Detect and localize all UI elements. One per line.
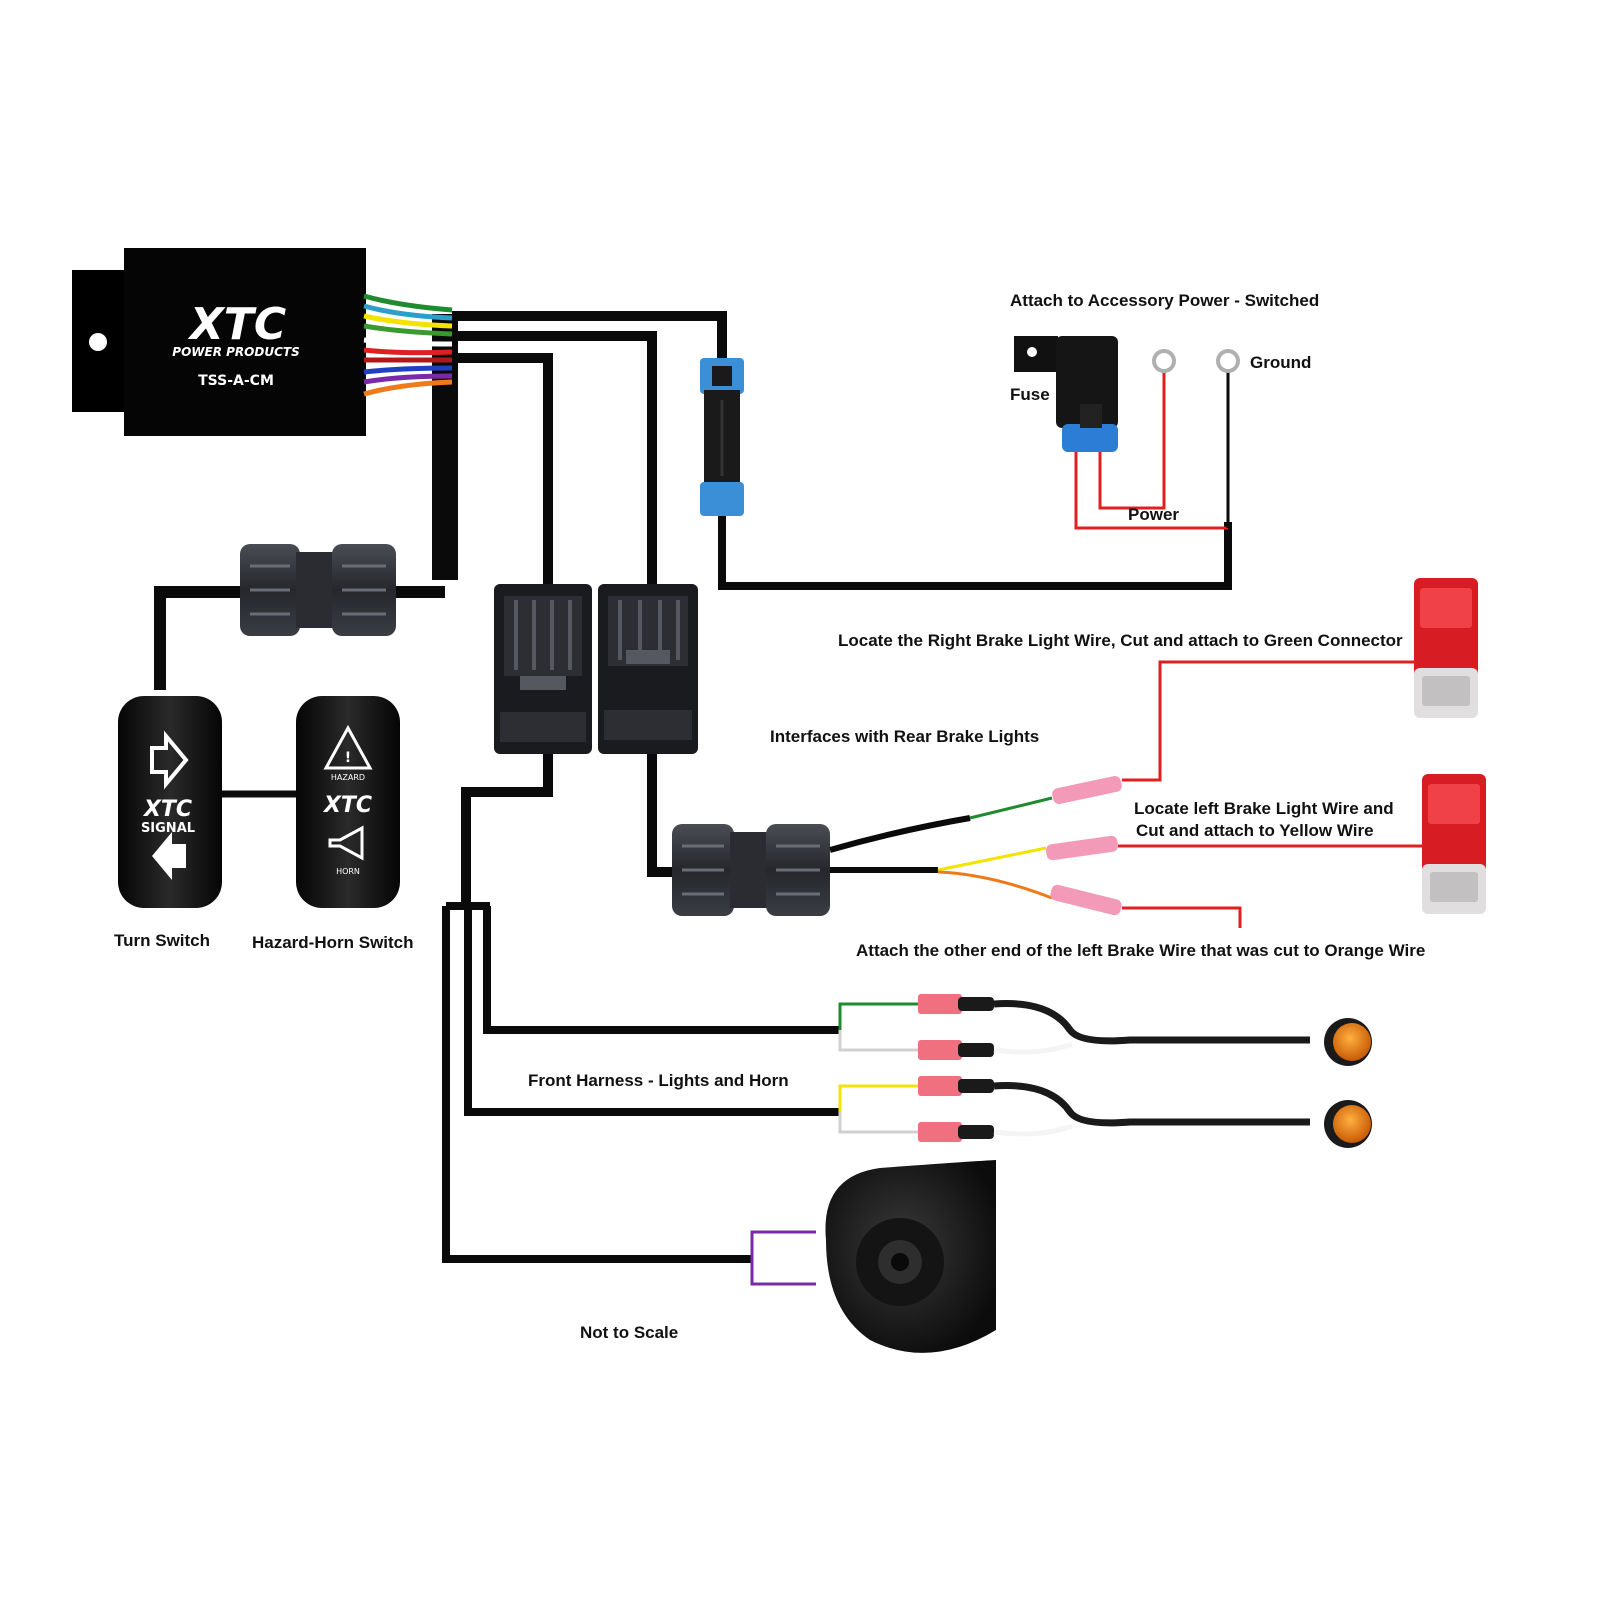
wire-front-branch-1 bbox=[483, 906, 840, 1034]
label-right-brake: Locate the Right Brake Light Wire, Cut a… bbox=[838, 631, 1403, 650]
turn-switch: XTC SIGNAL bbox=[118, 696, 222, 908]
module-brand: XTC bbox=[187, 299, 286, 350]
wire-ground-return bbox=[718, 508, 1232, 590]
horn bbox=[750, 1160, 996, 1353]
hazard-horn-switch: ! HAZARD XTC HORN bbox=[296, 696, 400, 908]
module-subtitle: POWER PRODUCTS bbox=[172, 345, 299, 359]
module-model: TSS-A-CM bbox=[198, 373, 274, 389]
rear-block-connector-a bbox=[494, 584, 592, 754]
turn-switch-legend: SIGNAL bbox=[141, 821, 195, 836]
label-ground: Ground bbox=[1250, 353, 1311, 372]
brake-light-right bbox=[1414, 578, 1478, 718]
wire-horn-branch bbox=[442, 906, 752, 1263]
label-left-brake-1: Locate left Brake Light Wire and bbox=[1134, 799, 1394, 818]
label-left-brake-2: Cut and attach to Yellow Wire bbox=[1136, 821, 1374, 840]
mount-hole bbox=[89, 333, 107, 351]
label-power: Power bbox=[1128, 505, 1179, 524]
hazard-text: HAZARD bbox=[331, 773, 365, 782]
hazard-horn-brand: XTC bbox=[322, 793, 372, 818]
arrow-left-icon bbox=[152, 832, 186, 880]
horn-text: HORN bbox=[336, 867, 360, 876]
label-other-end: Attach the other end of the left Brake W… bbox=[856, 941, 1425, 960]
butt-connector-yellow bbox=[1046, 835, 1118, 861]
turn-switch-brand: XTC bbox=[142, 797, 192, 822]
power-wire bbox=[1074, 452, 1228, 530]
label-turn-switch: Turn Switch bbox=[114, 931, 210, 950]
harness-wires bbox=[154, 311, 1232, 1263]
svg-text:!: ! bbox=[345, 750, 351, 766]
front-light-pair-2 bbox=[838, 1076, 1372, 1148]
butt-connector-orange bbox=[1050, 884, 1122, 916]
fuse-holder bbox=[1014, 336, 1118, 452]
wire-front-branch-2 bbox=[464, 906, 840, 1116]
power-wire-loop bbox=[1098, 372, 1166, 510]
label-hazard-horn-switch: Hazard-Horn Switch bbox=[252, 933, 414, 952]
inline-power-connector bbox=[700, 358, 744, 516]
label-rear-interface: Interfaces with Rear Brake Lights bbox=[770, 727, 1039, 746]
arrow-right-icon bbox=[150, 730, 189, 790]
power-ring-terminal bbox=[1152, 349, 1176, 373]
wire-to-rear-harness bbox=[647, 752, 680, 877]
front-light-pair-1 bbox=[838, 994, 1372, 1066]
label-accessory-power: Attach to Accessory Power - Switched bbox=[1010, 291, 1319, 310]
rear-brake-wires bbox=[829, 660, 1422, 928]
wire-to-inline-connector bbox=[452, 311, 727, 358]
wire-to-rear-connector-a bbox=[452, 353, 553, 585]
turn-harness-connector bbox=[240, 544, 396, 636]
power-ground-wires bbox=[1074, 349, 1240, 530]
hazard-triangle-icon bbox=[323, 724, 373, 770]
butt-connector-green bbox=[1052, 776, 1122, 804]
label-front-harness: Front Harness - Lights and Horn bbox=[528, 1071, 789, 1090]
label-not-to-scale: Not to Scale bbox=[580, 1323, 678, 1342]
wire-front-trunk bbox=[461, 750, 553, 906]
horn-icon bbox=[328, 825, 364, 861]
brake-light-left bbox=[1422, 774, 1486, 914]
labels: Attach to Accessory Power - Switched Fus… bbox=[114, 291, 1425, 1342]
rear-block-connector-b bbox=[598, 584, 698, 754]
control-module: XTC POWER PRODUCTS TSS-A-CM bbox=[72, 248, 453, 436]
wire-to-rear-connector-b bbox=[452, 331, 657, 585]
rear-harness-connector bbox=[672, 824, 830, 916]
module-wire-bundle bbox=[363, 293, 453, 397]
ground-ring-terminal bbox=[1216, 349, 1240, 373]
label-fuse: Fuse bbox=[1010, 385, 1050, 404]
